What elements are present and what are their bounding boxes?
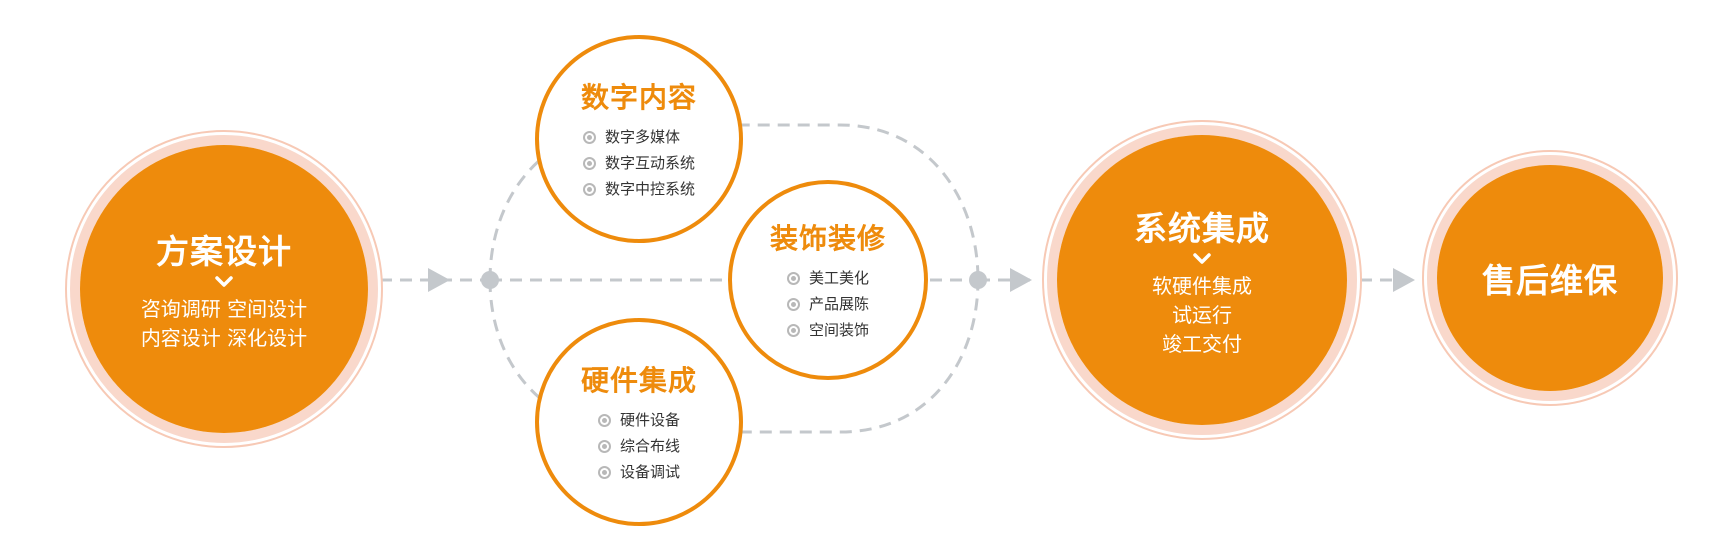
radio-bullet-icon bbox=[582, 130, 596, 144]
node-title: 装饰装修 bbox=[769, 222, 886, 255]
list-item-label: 数字中控系统 bbox=[604, 180, 695, 198]
node-item-list: 硬件设备 综合布线 设备调试 bbox=[597, 407, 680, 485]
arrow-right-icon bbox=[428, 268, 450, 292]
chevron-down-icon bbox=[1193, 252, 1211, 264]
radio-bullet-icon bbox=[597, 413, 611, 427]
split-dot bbox=[481, 271, 499, 289]
node-title: 售后维保 bbox=[1482, 261, 1618, 300]
list-item: 硬件设备 bbox=[597, 407, 680, 433]
node-after-sales[interactable]: 售后维保 bbox=[1437, 165, 1663, 391]
list-item-label: 数字多媒体 bbox=[604, 128, 680, 146]
node-item-list: 数字多媒体 数字互动系统 数字中控系统 bbox=[582, 124, 695, 202]
node-digital-content[interactable]: 数字内容 数字多媒体 数字互动系统 数字中控系统 bbox=[535, 35, 743, 243]
node-subtitle-line: 软硬件集成 bbox=[1152, 273, 1252, 298]
node-plan-design[interactable]: 方案设计 咨询调研 空间设计 内容设计 深化设计 bbox=[80, 145, 368, 433]
list-item: 综合布线 bbox=[597, 433, 680, 459]
node-item-list: 美工美化 产品展陈 空间装饰 bbox=[786, 265, 869, 343]
merge-dot bbox=[969, 271, 987, 289]
node-system-integration[interactable]: 系统集成 软硬件集成 试运行 竣工交付 bbox=[1057, 135, 1347, 425]
list-item-label: 硬件设备 bbox=[619, 411, 680, 429]
list-item: 数字多媒体 bbox=[582, 124, 695, 150]
radio-bullet-icon bbox=[786, 323, 800, 337]
node-subtitle-line: 竣工交付 bbox=[1162, 331, 1242, 356]
node-subtitle-line: 试运行 bbox=[1172, 302, 1232, 327]
list-item-label: 产品展陈 bbox=[808, 295, 869, 313]
list-item: 数字中控系统 bbox=[582, 176, 695, 202]
node-title: 方案设计 bbox=[156, 232, 292, 271]
node-subtitle-line: 内容设计 深化设计 bbox=[140, 326, 308, 350]
node-decoration[interactable]: 装饰装修 美工美化 产品展陈 空间装饰 bbox=[728, 180, 928, 380]
node-hardware-integration[interactable]: 硬件集成 硬件设备 综合布线 设备调试 bbox=[535, 318, 743, 526]
radio-bullet-icon bbox=[582, 156, 596, 170]
list-item: 美工美化 bbox=[786, 265, 869, 291]
list-item-label: 数字互动系统 bbox=[604, 154, 695, 172]
node-subtitle-line: 咨询调研 空间设计 bbox=[140, 297, 308, 321]
node-title: 硬件集成 bbox=[580, 364, 697, 397]
list-item-label: 空间装饰 bbox=[808, 321, 869, 339]
list-item-label: 综合布线 bbox=[619, 437, 680, 455]
list-item: 产品展陈 bbox=[786, 291, 869, 317]
radio-bullet-icon bbox=[786, 271, 800, 285]
node-title: 数字内容 bbox=[580, 81, 697, 114]
chevron-down-icon bbox=[215, 276, 233, 287]
node-title: 系统集成 bbox=[1134, 208, 1270, 248]
arrow-right-icon bbox=[1393, 268, 1415, 292]
arrow-right-icon bbox=[1010, 268, 1032, 292]
list-item: 设备调试 bbox=[597, 459, 680, 485]
list-item-label: 美工美化 bbox=[808, 269, 869, 287]
list-item-label: 设备调试 bbox=[619, 463, 680, 481]
list-item: 空间装饰 bbox=[786, 317, 869, 343]
radio-bullet-icon bbox=[597, 439, 611, 453]
radio-bullet-icon bbox=[582, 182, 596, 196]
list-item: 数字互动系统 bbox=[582, 150, 695, 176]
radio-bullet-icon bbox=[597, 465, 611, 479]
radio-bullet-icon bbox=[786, 297, 800, 311]
